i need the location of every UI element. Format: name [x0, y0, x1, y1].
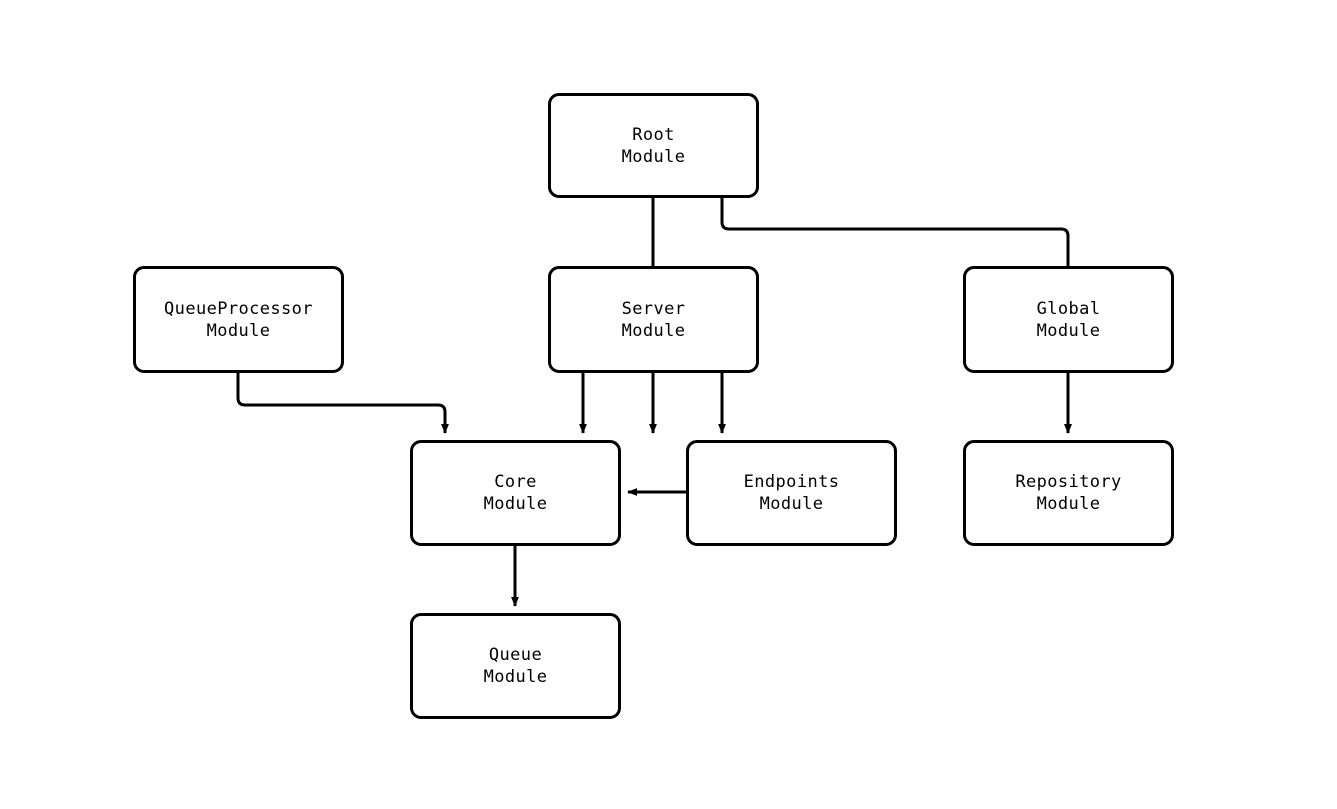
- node-endpoints-module[interactable]: Endpoints Module: [686, 440, 897, 546]
- node-server-module-line2: Module: [621, 320, 686, 341]
- node-endpoints-module-line2: Module: [759, 494, 824, 514]
- node-queueprocessor-module-line2: Module: [206, 320, 271, 341]
- node-repository-module[interactable]: Repository Module: [963, 440, 1174, 546]
- edge-queueprocessor-to-core: [236, 373, 449, 434]
- node-queueprocessor-module[interactable]: QueueProcessor Module: [133, 266, 344, 373]
- node-queue-module-line1: Queue: [488, 645, 543, 665]
- node-queueprocessor-module-line1: QueueProcessor: [164, 298, 313, 319]
- node-root-module[interactable]: Root Module: [548, 93, 759, 198]
- node-root-module-line1: Root: [632, 124, 675, 145]
- node-core-module-line2: Module: [483, 494, 548, 514]
- node-global-module-line2: Module: [1036, 320, 1101, 341]
- node-endpoints-module-line1: Endpoints: [743, 472, 840, 492]
- node-global-module-line1: Global: [1036, 298, 1101, 319]
- node-core-module-line1: Core: [494, 472, 537, 492]
- node-server-module[interactable]: Server Module: [548, 266, 759, 373]
- node-global-module[interactable]: Global Module: [963, 266, 1174, 373]
- node-core-module[interactable]: Core Module: [410, 440, 621, 546]
- node-queue-module-line2: Module: [483, 667, 548, 687]
- node-queue-module[interactable]: Queue Module: [410, 613, 621, 719]
- edge-root-to-global: [720, 198, 1072, 434]
- node-repository-module-line1: Repository: [1015, 472, 1122, 492]
- node-root-module-line2: Module: [621, 146, 686, 167]
- node-repository-module-line2: Module: [1036, 494, 1101, 514]
- node-server-module-line1: Server: [621, 298, 686, 319]
